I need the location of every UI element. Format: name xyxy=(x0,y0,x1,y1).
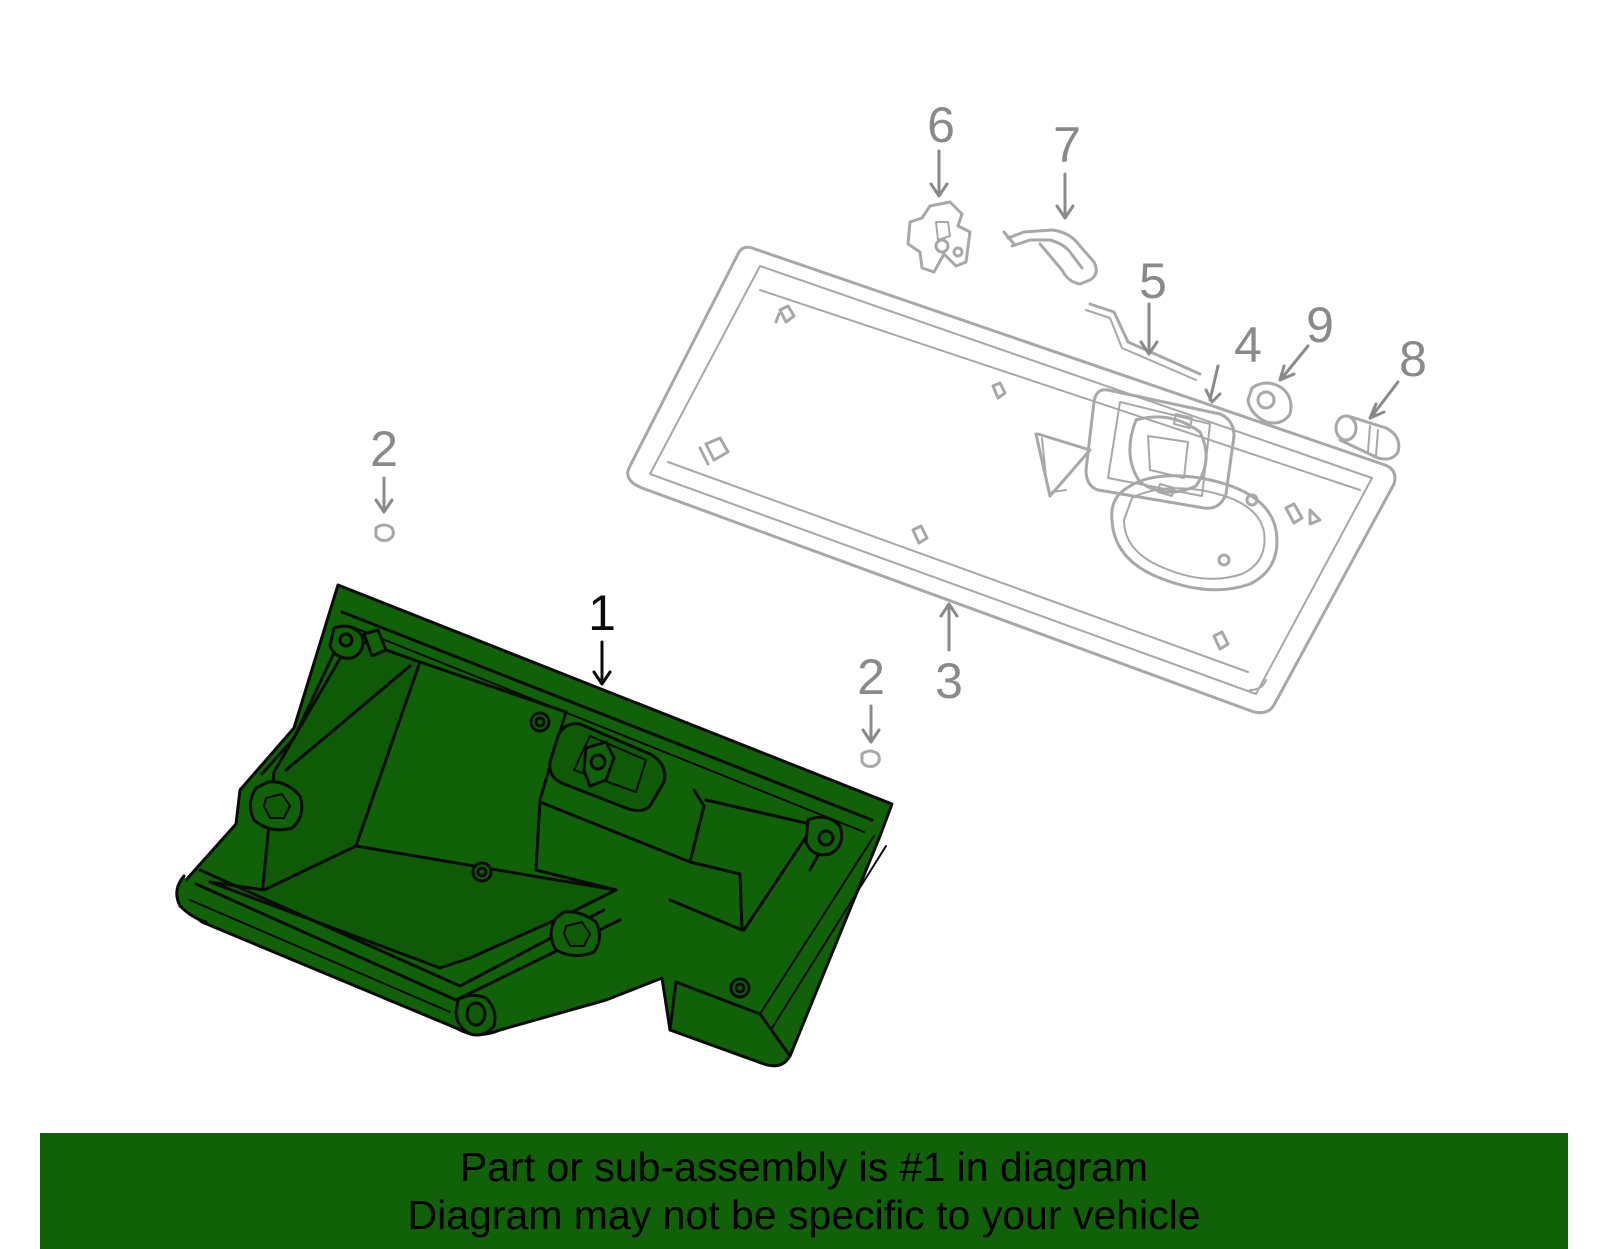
callout-5: 5 xyxy=(1139,253,1167,309)
callout-3: 3 xyxy=(935,653,963,709)
grommet-part-9 xyxy=(1246,381,1293,425)
callout-labels: 1 2 2 3 4 5 6 7 8 9 xyxy=(370,97,1427,709)
banner-background xyxy=(40,1133,1568,1249)
fastener-part-2-right xyxy=(860,749,881,768)
callout-8: 8 xyxy=(1399,331,1427,387)
info-banner: Part or sub-assembly is #1 in diagram Di… xyxy=(40,1133,1568,1249)
callout-7: 7 xyxy=(1053,117,1081,173)
callout-2-left: 2 xyxy=(370,421,398,477)
door-panel-part-3 xyxy=(626,245,1397,715)
callout-6: 6 xyxy=(927,97,955,153)
rod-part-5 xyxy=(1085,302,1202,381)
cylinder-part-8 xyxy=(1334,414,1401,461)
callout-1: 1 xyxy=(588,585,616,641)
callout-4: 4 xyxy=(1234,317,1262,373)
callout-2-right: 2 xyxy=(857,649,885,705)
latch-part-4 xyxy=(1084,388,1236,510)
callout-9: 9 xyxy=(1306,297,1334,353)
banner-line-1: Part or sub-assembly is #1 in diagram xyxy=(459,1144,1149,1190)
ghost-leaders xyxy=(374,149,1400,744)
leader-part-1 xyxy=(592,640,612,686)
banner-line-2: Diagram may not be specific to your vehi… xyxy=(407,1192,1201,1238)
ghost-parts xyxy=(374,149,1401,768)
striker-part-6 xyxy=(906,200,972,274)
wire-bracket-part-7 xyxy=(1002,228,1098,286)
fastener-part-2-left xyxy=(374,523,395,542)
glove-box-bin-part-1 xyxy=(175,583,894,1068)
